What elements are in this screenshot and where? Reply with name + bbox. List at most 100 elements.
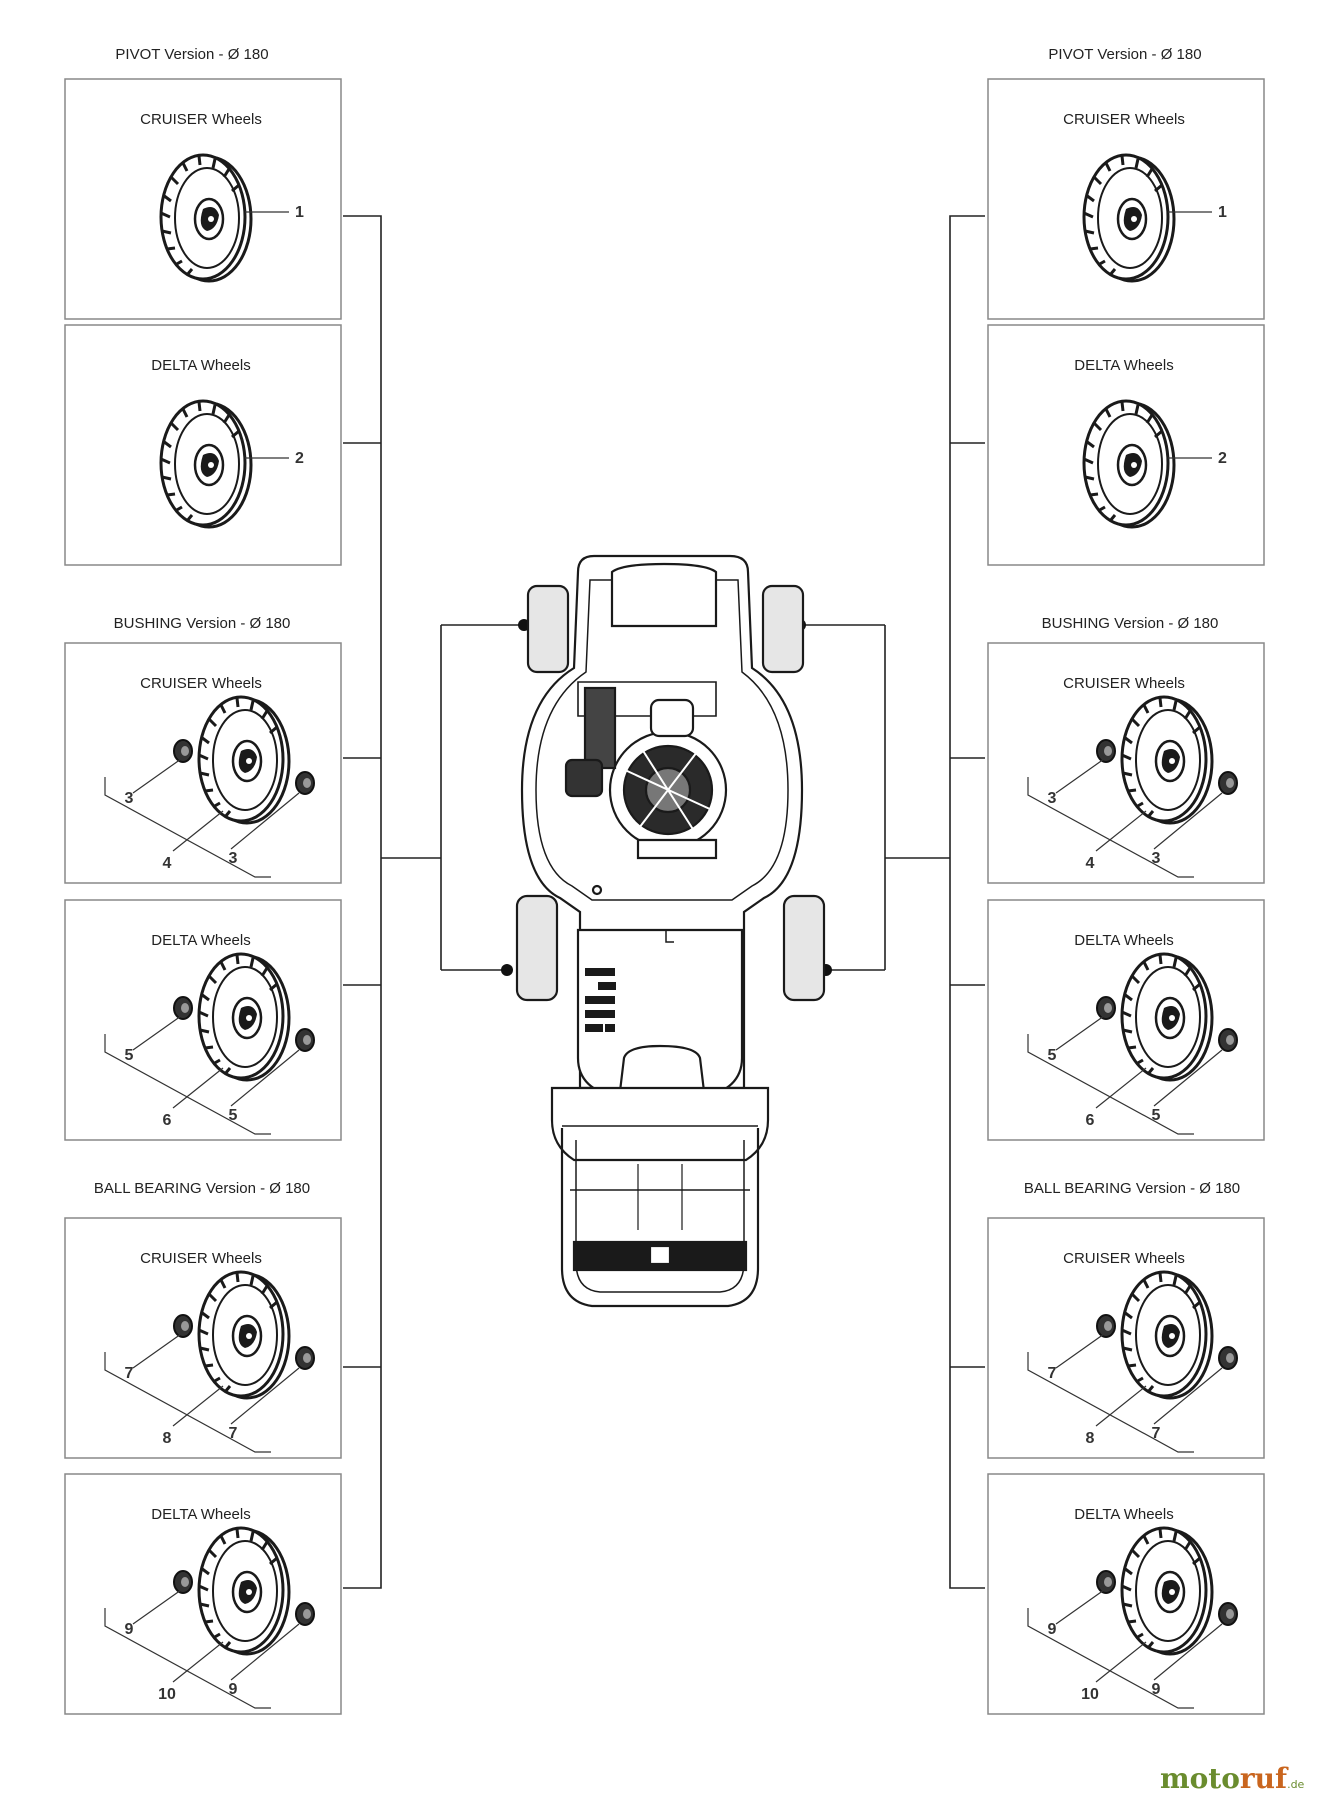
callout-leader bbox=[132, 1015, 182, 1051]
part-number-label: 1 bbox=[295, 204, 304, 221]
panel-frame bbox=[64, 642, 342, 884]
part-number-label: 9 bbox=[1152, 1681, 1161, 1698]
callout-bracket bbox=[104, 1034, 271, 1135]
callout-leader bbox=[1153, 792, 1223, 850]
wheel-icon bbox=[1120, 695, 1214, 825]
panel-title: DELTA Wheels bbox=[1074, 1506, 1173, 1523]
part-number-label: 2 bbox=[1218, 450, 1227, 467]
callout-leader bbox=[1055, 1589, 1105, 1625]
callout-leader bbox=[132, 1589, 182, 1625]
bearing-icon bbox=[1096, 996, 1116, 1020]
bearing-icon bbox=[1218, 771, 1238, 795]
part-number-label: 7 bbox=[125, 1365, 134, 1382]
right-column: PIVOT Version - Ø 180 BUSHING Version - … bbox=[1024, 46, 1240, 1197]
part-number-label: 8 bbox=[1086, 1430, 1095, 1447]
bearing-icon bbox=[1218, 1028, 1238, 1052]
bearing-icon bbox=[173, 1570, 193, 1594]
svg-text:motoruf.de: motoruf.de bbox=[1160, 1762, 1305, 1795]
bearing-icon bbox=[1096, 1314, 1116, 1338]
callout-leader bbox=[1095, 1641, 1147, 1683]
bearing-icon bbox=[1218, 1602, 1238, 1626]
callout-leader bbox=[132, 758, 182, 794]
bearing-icon bbox=[1096, 739, 1116, 763]
part-number-label: 9 bbox=[125, 1621, 134, 1638]
part-number-label: 3 bbox=[1152, 850, 1161, 867]
watermark-suffix: .de bbox=[1287, 1778, 1304, 1791]
callout-leader bbox=[1055, 1333, 1105, 1369]
connector-lines bbox=[343, 215, 985, 1589]
callout-leader bbox=[172, 1067, 224, 1109]
wheel-icon bbox=[197, 1526, 291, 1656]
bearing-icon bbox=[173, 996, 193, 1020]
callout-bracket bbox=[1027, 777, 1194, 878]
part-number-label: 9 bbox=[229, 1681, 238, 1698]
bearing-icon bbox=[173, 1314, 193, 1338]
callout-leader bbox=[172, 1385, 224, 1427]
wheel-icon bbox=[159, 399, 253, 529]
callout-leader bbox=[1055, 1015, 1105, 1051]
part-number-label: 6 bbox=[163, 1112, 172, 1129]
callout-bracket bbox=[104, 777, 271, 878]
wheel-icon bbox=[197, 952, 291, 1082]
callout-leader bbox=[230, 1049, 300, 1107]
part-number-label: 10 bbox=[158, 1686, 176, 1703]
panel-title: DELTA Wheels bbox=[151, 932, 250, 949]
lawnmower-topview-icon bbox=[515, 554, 826, 1308]
panel-title: CRUISER Wheels bbox=[140, 1250, 262, 1267]
part-number-label: 8 bbox=[163, 1430, 172, 1447]
panel-title: DELTA Wheels bbox=[1074, 357, 1173, 374]
wheel-icon bbox=[1082, 153, 1176, 283]
callout-bracket bbox=[104, 1608, 271, 1709]
section-title-pivot-left: PIVOT Version - Ø 180 bbox=[115, 46, 268, 63]
bearing-icon bbox=[173, 739, 193, 763]
callout-leader bbox=[1055, 758, 1105, 794]
part-number-label: 5 bbox=[1152, 1107, 1161, 1124]
bearing-icon bbox=[295, 771, 315, 795]
callout-leader bbox=[1095, 1067, 1147, 1109]
callout-bracket bbox=[1027, 1608, 1194, 1709]
callout-bracket bbox=[104, 1352, 271, 1453]
callout-leader bbox=[1153, 1367, 1223, 1425]
part-number-label: 9 bbox=[1048, 1621, 1057, 1638]
callout-leader bbox=[1153, 1049, 1223, 1107]
parts-panel-left-pivot-delta: DELTA Wheels 2 bbox=[64, 324, 342, 566]
section-title-pivot-right: PIVOT Version - Ø 180 bbox=[1048, 46, 1201, 63]
wheel-icon bbox=[1120, 1270, 1214, 1400]
wheel-icon bbox=[1082, 399, 1176, 529]
part-number-label: 5 bbox=[1048, 1047, 1057, 1064]
panel-title: CRUISER Wheels bbox=[1063, 1250, 1185, 1267]
part-number-label: 4 bbox=[1086, 855, 1095, 872]
section-title-ball-bearing-left: BALL BEARING Version - Ø 180 bbox=[94, 1180, 310, 1197]
wheel-icon bbox=[1120, 952, 1214, 1082]
wheel-icon bbox=[197, 1270, 291, 1400]
part-number-label: 4 bbox=[163, 855, 172, 872]
part-number-label: 7 bbox=[1152, 1425, 1161, 1442]
part-number-label: 5 bbox=[125, 1047, 134, 1064]
part-number-label: 5 bbox=[229, 1107, 238, 1124]
parts-panel-left-ball_bearing-delta: DELTA Wheels 9 10 9 bbox=[64, 1473, 342, 1715]
panel-title: DELTA Wheels bbox=[1074, 932, 1173, 949]
section-title-ball-bearing-right: BALL BEARING Version - Ø 180 bbox=[1024, 1180, 1240, 1197]
wheel-icon bbox=[197, 695, 291, 825]
section-title-bushing-right: BUSHING Version - Ø 180 bbox=[1042, 615, 1219, 632]
callout-leader bbox=[172, 1641, 224, 1683]
watermark-part2: ruf bbox=[1240, 1762, 1289, 1795]
callout-leader bbox=[230, 1367, 300, 1425]
bearing-icon bbox=[295, 1346, 315, 1370]
part-number-label: 3 bbox=[125, 790, 134, 807]
panel-title: DELTA Wheels bbox=[151, 357, 250, 374]
panel-title: DELTA Wheels bbox=[151, 1506, 250, 1523]
part-number-label: 10 bbox=[1081, 1686, 1099, 1703]
callout-leader bbox=[1095, 1385, 1147, 1427]
part-number-label: 2 bbox=[295, 450, 304, 467]
part-number-label: 3 bbox=[229, 850, 238, 867]
callout-bracket bbox=[1027, 1352, 1194, 1453]
parts-panel-right-pivot-delta: DELTA Wheels 2 bbox=[987, 324, 1265, 566]
panel-title: CRUISER Wheels bbox=[1063, 675, 1185, 692]
